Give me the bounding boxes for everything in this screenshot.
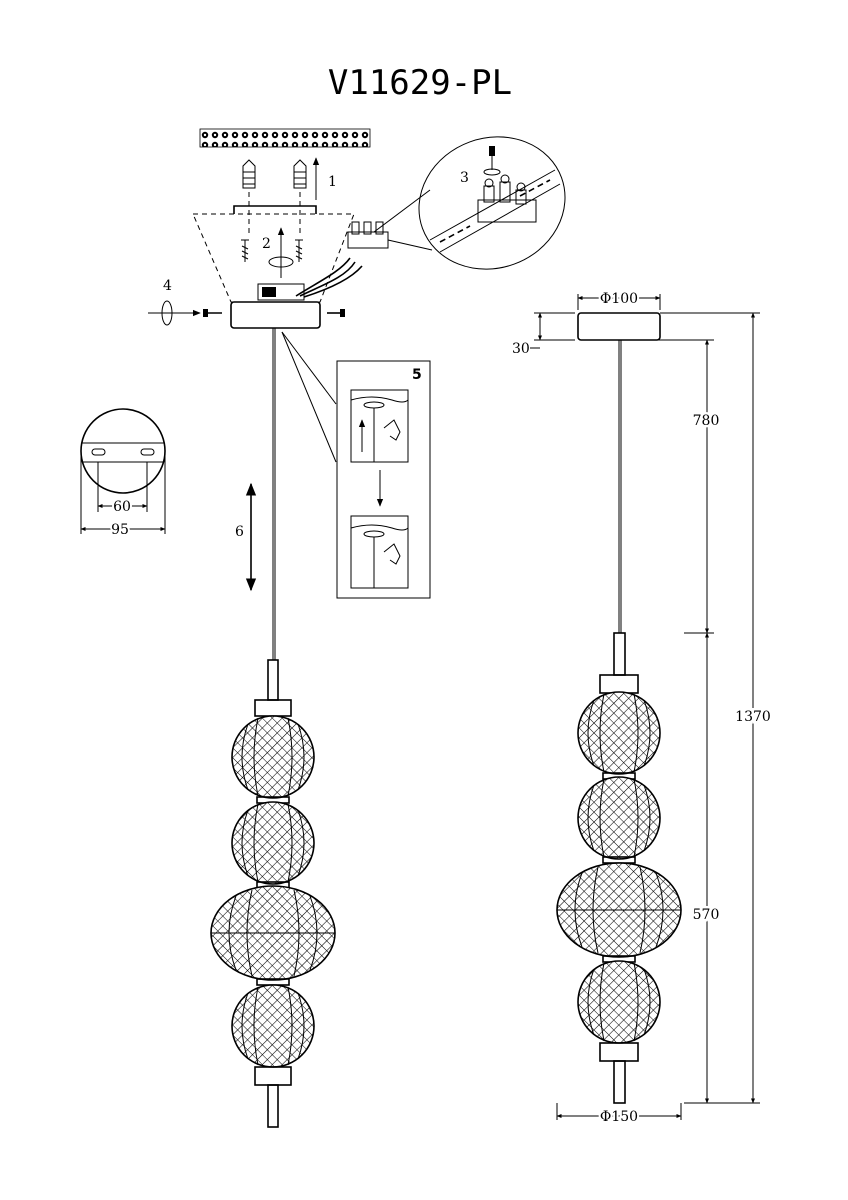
dimension-drawing: Φ100 30 780 570 1370 Φ150 (512, 289, 773, 1127)
driver-box (257, 283, 305, 301)
bracket-detail (80, 408, 166, 534)
dim-slot-spacing: 60 (113, 499, 131, 515)
step-4-label: 4 (163, 278, 172, 294)
wall-anchor-left (242, 159, 256, 189)
driver-label (262, 287, 276, 297)
step-3-label: 3 (460, 170, 469, 186)
step-5-panel: 5 (336, 360, 431, 599)
detail-bubble (418, 136, 566, 270)
rail-detail (429, 169, 561, 253)
ceiling-surface (199, 128, 371, 148)
canopy (230, 301, 321, 329)
glass-sphere-1-side (577, 691, 661, 775)
mounting-bracket (233, 205, 317, 214)
screw-right (295, 239, 303, 262)
installation-diagram: 1 2 4 (80, 128, 566, 660)
step-6-label: 6 (235, 524, 244, 540)
step-5-label: 5 (412, 367, 422, 383)
rotate-icon (161, 300, 173, 326)
dim-shade-diameter: Φ150 (600, 1109, 638, 1125)
wall-anchor-right (293, 159, 307, 189)
dim-canopy-diameter: Φ100 (600, 291, 638, 307)
top-cap (254, 699, 292, 717)
bottom-cap (254, 1066, 292, 1086)
bottom-rod (267, 1084, 279, 1128)
dim-lamp-height: 570 (693, 907, 720, 923)
rotate-icon (268, 256, 294, 268)
top-rod (267, 659, 279, 701)
pendant-left (210, 659, 336, 1128)
glass-sphere-large-side (556, 862, 682, 958)
glass-sphere-2-side (577, 776, 661, 860)
terminal-detail (477, 146, 537, 223)
side-screw-right (327, 309, 345, 317)
glass-sphere-3 (231, 984, 315, 1068)
screw-left (241, 239, 249, 262)
dim-canopy-height: 30 (512, 341, 530, 357)
canopy-side (577, 312, 661, 341)
step-2-label: 2 (262, 236, 271, 252)
dim-total-height: 1370 (735, 709, 771, 725)
canopy-outline-dashed (192, 213, 355, 303)
glass-sphere-1 (231, 715, 315, 799)
dim-cable-length: 780 (693, 413, 720, 429)
glass-sphere-large (210, 885, 336, 981)
supply-wires (295, 257, 363, 298)
glass-sphere-3-side (577, 960, 661, 1044)
dim-bracket-diameter: 95 (111, 522, 129, 538)
drawing-title: V11629-PL (328, 63, 512, 103)
side-screw-left (203, 309, 222, 317)
step-1-label: 1 (328, 174, 337, 190)
glass-sphere-2 (231, 801, 315, 885)
